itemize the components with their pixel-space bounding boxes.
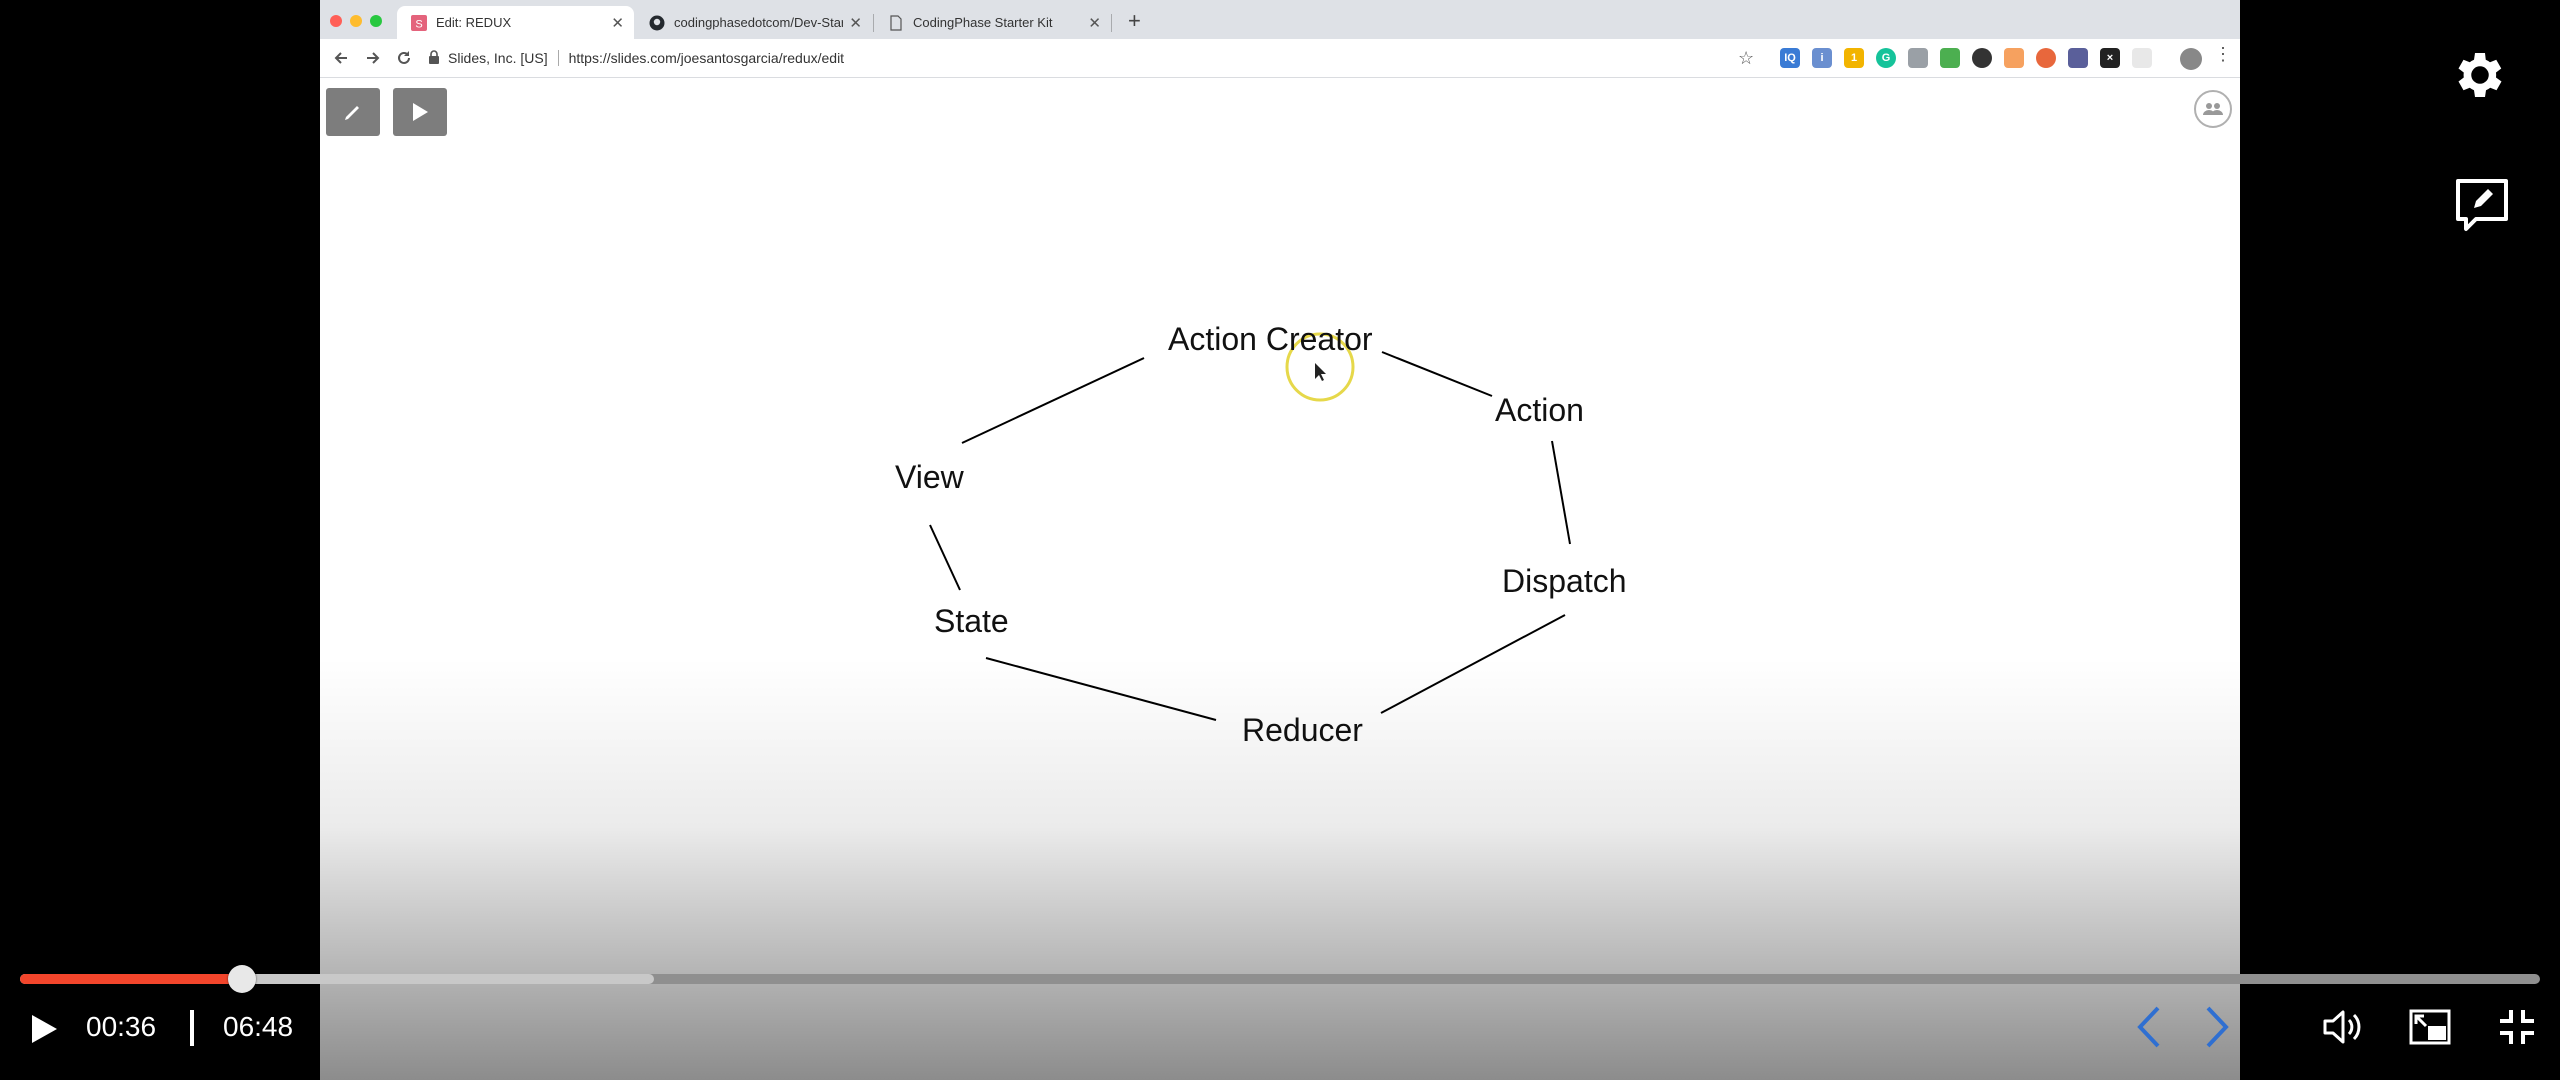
volume-icon — [2323, 1010, 2361, 1044]
extension-iq-icon[interactable]: IQ — [1780, 48, 1800, 68]
maximize-window-button[interactable] — [370, 15, 382, 27]
node-reducer: Reducer — [1242, 712, 1363, 748]
extension-hubspot-icon[interactable] — [2036, 48, 2056, 68]
settings-gear-icon[interactable] — [2450, 45, 2510, 105]
edge-reducer-state — [985, 657, 1217, 721]
tab-edit-redux[interactable]: S Edit: REDUX ✕ — [397, 6, 634, 39]
tab-github[interactable]: codingphasedotcom/Dev-Star ✕ — [635, 6, 872, 39]
tab-codingphase-starter-kit[interactable]: CodingPhase Starter Kit ✕ — [874, 6, 1111, 39]
tab-divider — [1111, 14, 1112, 32]
picture-in-picture-icon — [2409, 1009, 2451, 1045]
extension-screenshot-icon[interactable] — [1908, 48, 1928, 68]
url-text: https://slides.com/joesantosgarcia/redux… — [568, 50, 845, 66]
play-button[interactable] — [26, 1012, 60, 1046]
edge-action-dispatch — [1551, 440, 1571, 545]
extension-rocket-icon[interactable] — [1940, 48, 1960, 68]
time-separator — [190, 1010, 194, 1046]
minimize-window-button[interactable] — [350, 15, 362, 27]
extension-fire-icon[interactable] — [2004, 48, 2024, 68]
slides-editor: Action Creator Action Dispatch Reducer S… — [320, 78, 2240, 1080]
lock-icon — [428, 49, 440, 67]
back-icon[interactable] — [330, 47, 352, 69]
exit-fullscreen-button[interactable] — [2492, 1002, 2542, 1052]
close-tab-icon[interactable]: ✕ — [611, 14, 624, 32]
video-progress-bar[interactable] — [20, 965, 2540, 993]
close-tab-icon[interactable]: ✕ — [1088, 14, 1101, 32]
play-icon — [32, 1015, 57, 1043]
tab-strip: S Edit: REDUX ✕ codingphasedotcom/Dev-St… — [320, 0, 2240, 39]
current-time: 00:36 — [86, 1011, 157, 1042]
bookmark-star-icon[interactable]: ☆ — [1738, 48, 1755, 68]
profile-avatar[interactable] — [2180, 48, 2202, 70]
extension-circle-icon[interactable] — [1972, 48, 1992, 68]
buffered-range — [20, 974, 655, 984]
collaborators-icon[interactable] — [2194, 90, 2232, 128]
extension-window-icon[interactable] — [2068, 48, 2088, 68]
volume-button[interactable] — [2318, 1002, 2368, 1052]
reload-icon[interactable] — [393, 47, 415, 69]
node-state: State — [934, 603, 1009, 639]
site-identity: Slides, Inc. [US] — [448, 50, 548, 66]
play-icon — [413, 103, 428, 121]
forward-icon[interactable] — [362, 47, 384, 69]
progress-scrubber-handle[interactable] — [228, 965, 257, 993]
pencil-icon — [345, 106, 359, 120]
tab-label: CodingPhase Starter Kit — [913, 15, 1053, 30]
extension-blank-icon[interactable] — [2132, 48, 2152, 68]
next-slide-button[interactable] — [2192, 1002, 2242, 1052]
extension-grammarly-icon[interactable]: G — [1876, 48, 1896, 68]
picture-in-picture-button[interactable] — [2405, 1002, 2455, 1052]
chevron-right-icon — [2206, 1006, 2229, 1048]
svg-text:S: S — [415, 18, 422, 30]
node-action: Action — [1495, 392, 1584, 428]
edge-action-creator-view — [961, 357, 1145, 444]
tab-divider — [873, 14, 874, 32]
browser-menu-icon[interactable]: ⋮ — [2214, 44, 2232, 64]
edge-action-creator-action — [1381, 351, 1493, 397]
github-icon — [649, 15, 665, 31]
omnibox-divider — [557, 50, 559, 66]
previous-slide-button[interactable] — [2124, 1002, 2174, 1052]
edge-state-view — [929, 524, 961, 591]
cursor-highlight-icon — [1285, 332, 1355, 402]
total-duration: 06:48 — [223, 1011, 294, 1042]
node-dispatch: Dispatch — [1502, 563, 1627, 599]
new-tab-button[interactable]: + — [1128, 8, 1141, 33]
tab-label: codingphasedotcom/Dev-Star — [674, 15, 844, 30]
extensions-bar: IQ i 1 G × — [1780, 48, 2152, 68]
close-tab-icon[interactable]: ✕ — [849, 14, 862, 32]
page-icon — [888, 14, 904, 31]
chevron-left-icon — [2137, 1006, 2160, 1048]
close-window-button[interactable] — [330, 15, 342, 27]
extension-x-icon[interactable]: × — [2100, 48, 2120, 68]
browser-window: S Edit: REDUX ✕ codingphasedotcom/Dev-St… — [320, 0, 2240, 1080]
node-action-creator: Action Creator — [1168, 321, 1373, 357]
slides-icon: S — [411, 14, 427, 31]
annotation-comment-icon[interactable] — [2454, 177, 2510, 235]
present-play-button[interactable] — [393, 88, 447, 136]
edit-pencil-button[interactable] — [326, 88, 380, 136]
address-bar[interactable]: Slides, Inc. [US] https://slides.com/joe… — [420, 45, 2090, 71]
mouse-cursor-icon — [1315, 363, 1326, 381]
played-range — [20, 974, 243, 984]
edge-dispatch-reducer — [1380, 614, 1566, 714]
exit-fullscreen-icon — [2500, 1010, 2534, 1044]
redux-flow-diagram — [929, 332, 1571, 721]
node-view: View — [895, 459, 964, 495]
tab-label: Edit: REDUX — [436, 15, 512, 30]
extension-badge-icon[interactable]: 1 — [1844, 48, 1864, 68]
extension-info-icon[interactable]: i — [1812, 48, 1832, 68]
